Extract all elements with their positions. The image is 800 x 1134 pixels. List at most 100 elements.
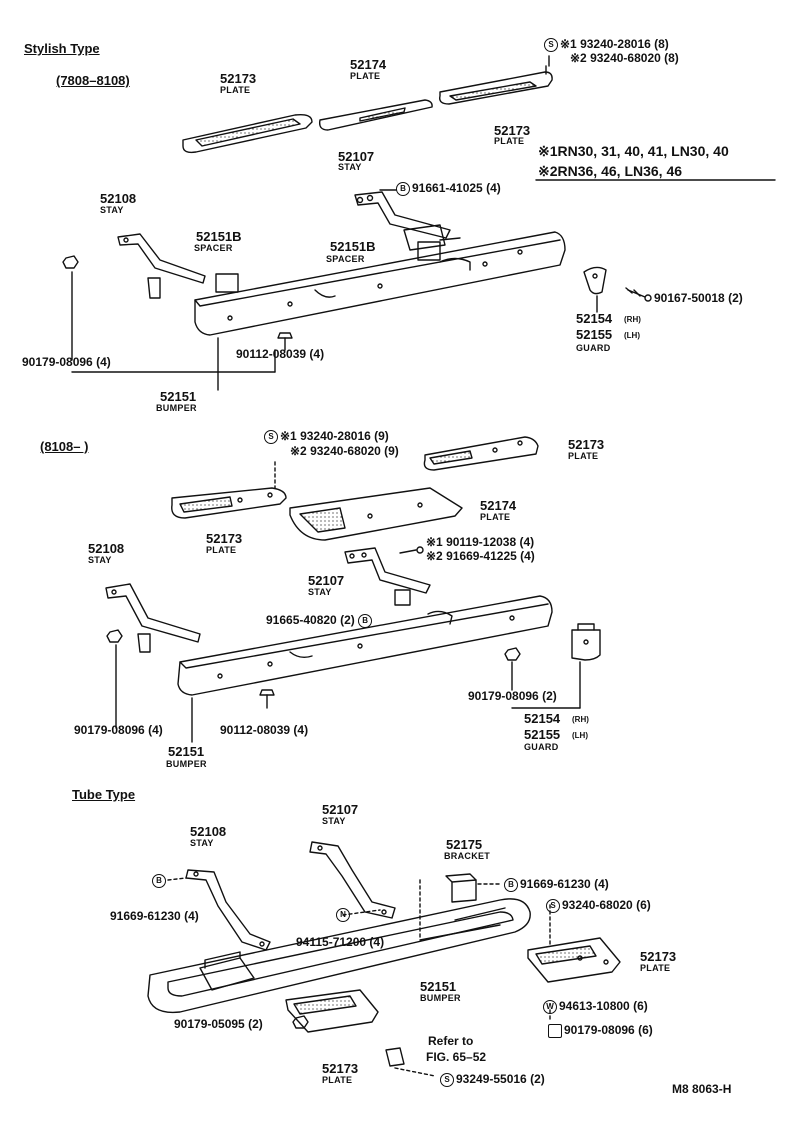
s1-guard-lh-label: (LH): [624, 331, 640, 340]
s3-plate-right-shape: [527, 937, 621, 983]
s3-bumper-shape: [147, 898, 531, 1014]
s2-guard-nm: GUARD: [524, 742, 559, 752]
s3-bracket-shape: [445, 873, 477, 903]
s1-spacer-left-pn: 52151B: [196, 229, 242, 244]
s1-plate-right-shape: [439, 65, 553, 105]
s2-nut-left-shape: [106, 629, 123, 643]
s1-stay-right-shape: [354, 191, 451, 251]
s1-spacer-right-nm: SPACER: [326, 254, 365, 264]
s1-screw-2: ※2 93240-68020 (8): [570, 51, 679, 65]
s2-bolt-stay: 91665-40820 (2) B: [266, 614, 374, 628]
s2-plate-center-shape: [289, 487, 463, 541]
s3-plate-right-pn: 52173: [640, 949, 677, 964]
s2-plate-left-nm: PLATE: [206, 545, 237, 555]
s1-plate-right-pn: 52173: [494, 123, 531, 138]
s3-nut-stay: 94115-71200 (4): [296, 935, 385, 949]
w-circle-icon: W: [543, 1000, 557, 1014]
s2-plate-left-shape: [171, 487, 287, 519]
s-circle-icon: S: [440, 1073, 454, 1087]
s1-guard-nm: GUARD: [576, 343, 611, 353]
s1-model-2: ※2RN36, 46, LN36, 46: [538, 163, 683, 179]
s3-bracket-nm: BRACKET: [444, 851, 491, 861]
s2-guard-lh-label: (LH): [572, 731, 588, 740]
s2-stay-right-nm: STAY: [308, 587, 332, 597]
s2-screw-1: S※1 93240-28016 (9): [264, 430, 389, 444]
s1-bumper-shape: [194, 231, 566, 336]
s1-plate-left-shape: [182, 113, 313, 154]
s1-spacer-right-pn: 52151B: [330, 239, 376, 254]
s2-plate-left-pn: 52173: [206, 531, 243, 546]
s2-nut-right: 90179-08096 (2): [468, 689, 557, 703]
n-circle-icon: N: [336, 908, 350, 922]
s2-bolt-1: ※1 90119-12038 (4): [426, 535, 535, 549]
s-circle-icon: S: [546, 899, 560, 913]
s1-bumper-nm: BUMPER: [156, 403, 197, 413]
s1-bumper-bolt-shape: [277, 332, 293, 351]
s2-plate-right-shape: [423, 436, 539, 471]
s-circle-icon: S: [264, 430, 278, 444]
s2-guard-rh-label: (RH): [572, 715, 589, 724]
b-circle-icon: B: [152, 874, 166, 888]
s1-plate-center-shape: [318, 99, 433, 131]
s3-stay-left-pn: 52108: [190, 824, 227, 839]
s2-stay-left-shape: [105, 583, 201, 653]
s1-stay-right-pn: 52107: [338, 149, 375, 164]
s3-plate-right-nm: PLATE: [640, 963, 671, 973]
s2-bolt-shape: [399, 546, 424, 554]
s2-plate-center-nm: PLATE: [480, 512, 511, 522]
s2-plate-right-nm: PLATE: [568, 451, 599, 461]
s3-nut-left-shape: [292, 1015, 309, 1029]
s1-guard-rh-label: (RH): [624, 315, 641, 324]
s1-spacer-right-shape: [417, 241, 441, 261]
s1-nut: 90179-08096 (4): [22, 355, 111, 369]
s2-guard-lh: 52155: [524, 727, 561, 742]
s1-guard-rh: 52154: [576, 311, 613, 326]
s2-stay-right-pn: 52107: [308, 573, 345, 588]
s3-stay-right-pn: 52107: [322, 802, 359, 817]
s1-screw-1: S※1 93240-28016 (8): [544, 38, 669, 52]
b-circle-icon: B: [358, 614, 373, 628]
s2-plate-center-pn: 52174: [480, 498, 517, 513]
s3-bracket-pn: 52175: [446, 837, 483, 852]
s1-stay-right-nm: STAY: [338, 162, 362, 172]
s2-guard-rh: 52154: [524, 711, 561, 726]
s3-plate-bottom-nm: PLATE: [322, 1075, 353, 1085]
s1-model-1: ※1RN30, 31, 40, 41, LN30, 40: [538, 143, 729, 159]
s1-bolt-bumper: 90112-08039 (4): [236, 347, 325, 361]
s1-spacer-left-nm: SPACER: [194, 243, 233, 253]
s1-guard-lh: 52155: [576, 327, 613, 342]
nut-icon: [548, 1024, 562, 1038]
b-circle-icon: B: [396, 182, 410, 196]
s3-nut-stay-icon: N: [336, 908, 352, 922]
s2-stay-right-shape: [344, 547, 431, 606]
s3-refer-2: FIG. 65–52: [426, 1050, 487, 1064]
s3-refer-1: Refer to: [428, 1034, 474, 1048]
s1-spacer-left-shape: [215, 273, 239, 293]
section-title-tube: Tube Type: [72, 787, 136, 802]
s2-nut-left: 90179-08096 (4): [74, 723, 163, 737]
s1-nut-shape: [62, 255, 79, 269]
s3-plate-bottom-shape: [285, 989, 379, 1033]
b-circle-icon: B: [504, 878, 518, 892]
s1-plate-center-nm: PLATE: [350, 71, 381, 81]
s1-plate-left-nm: PLATE: [220, 85, 251, 95]
s1-guard-shape: [583, 266, 607, 295]
s1-stay-left-shape: [117, 233, 206, 299]
s3-stay-right-shape: [309, 841, 396, 919]
s2-plate-right-pn: 52173: [568, 437, 605, 452]
s3-stay-right-nm: STAY: [322, 816, 346, 826]
s2-bolt-2: ※2 91669-41225 (4): [426, 549, 535, 563]
s1-plate-center-pn: 52174: [350, 57, 387, 72]
s1-plate-right-nm: PLATE: [494, 136, 525, 146]
s2-stay-left-pn: 52108: [88, 541, 125, 556]
s3-bumper-pn: 52151: [420, 979, 457, 994]
s3-fitting-shape: [385, 1047, 405, 1067]
s1-stay-left-nm: STAY: [100, 205, 124, 215]
section-title-stylish: Stylish Type: [24, 41, 100, 56]
